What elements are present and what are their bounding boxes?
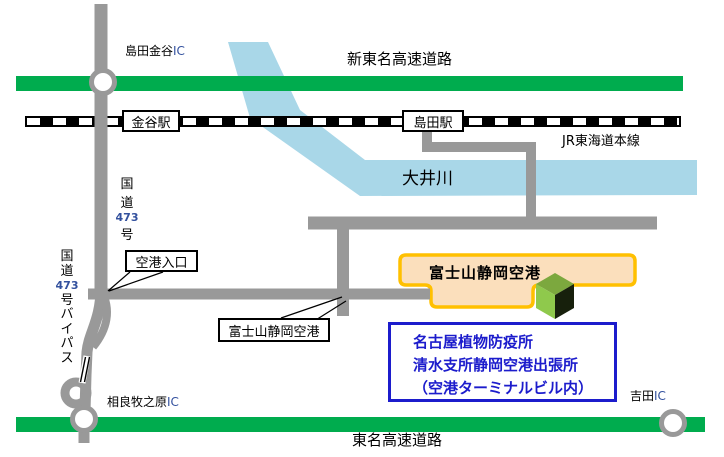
office-info-line1: 名古屋植物防疫所 — [413, 333, 534, 351]
expressway-tomei-label: 東名高速道路 — [352, 431, 443, 449]
ic-label-yoshida: 吉田IC — [630, 389, 666, 403]
road-loop-ramp — [60, 377, 92, 409]
callout-airport-entrance: 空港入口 — [125, 250, 198, 272]
river-label: 大井川 — [402, 169, 453, 189]
leader-line-airport-entrance-2 — [108, 271, 164, 292]
road-break-slash-1 — [79, 356, 87, 383]
ic-circle-yoshida — [659, 409, 687, 437]
road-break-gap — [78, 355, 91, 384]
expressway-tomei-band — [16, 417, 705, 432]
leader-line-airport-entrance-1 — [107, 271, 131, 292]
leader-line-airport-road-1 — [280, 296, 343, 319]
office-info-line2: 清水支所静岡空港出張所 — [413, 356, 579, 374]
office-info-line3: （空港ターミナルビル内） — [413, 379, 594, 397]
route473-label: 国 道 473 号 — [115, 177, 139, 243]
ic-label-shimada-kanaya: 島田金谷IC — [125, 44, 185, 58]
expressway-shin-tomei-band — [16, 76, 683, 91]
road-shimada-station-link — [422, 130, 536, 223]
airport-title: 富士山静岡空港 — [429, 264, 542, 282]
railway-line — [25, 116, 681, 127]
river-oigawa-band — [228, 42, 697, 196]
callout-airport-road: 富士山静岡空港 — [218, 318, 330, 342]
route473-bypass-label: 国 道 473 号 バ イ パ ス — [55, 249, 79, 366]
office-info-box: 名古屋植物防疫所 清水支所静岡空港出張所 （空港ターミナルビル内） — [388, 322, 617, 402]
station-box-shimada: 島田駅 — [402, 110, 464, 132]
ic-label-sagara-makinohara: 相良牧之原IC — [107, 395, 179, 409]
station-box-kanaya: 金谷駅 — [122, 110, 180, 132]
road-break-slash-2 — [83, 356, 91, 383]
airport-outline — [398, 253, 637, 309]
office-cube-icon — [536, 273, 574, 319]
railway-label: JR東海道本線 — [562, 134, 640, 149]
expressway-shin-tomei-label: 新東名高速道路 — [347, 50, 453, 68]
ic-circle-shimada-kanaya — [89, 68, 117, 96]
ic-circle-sagara-makinohara — [70, 405, 98, 433]
